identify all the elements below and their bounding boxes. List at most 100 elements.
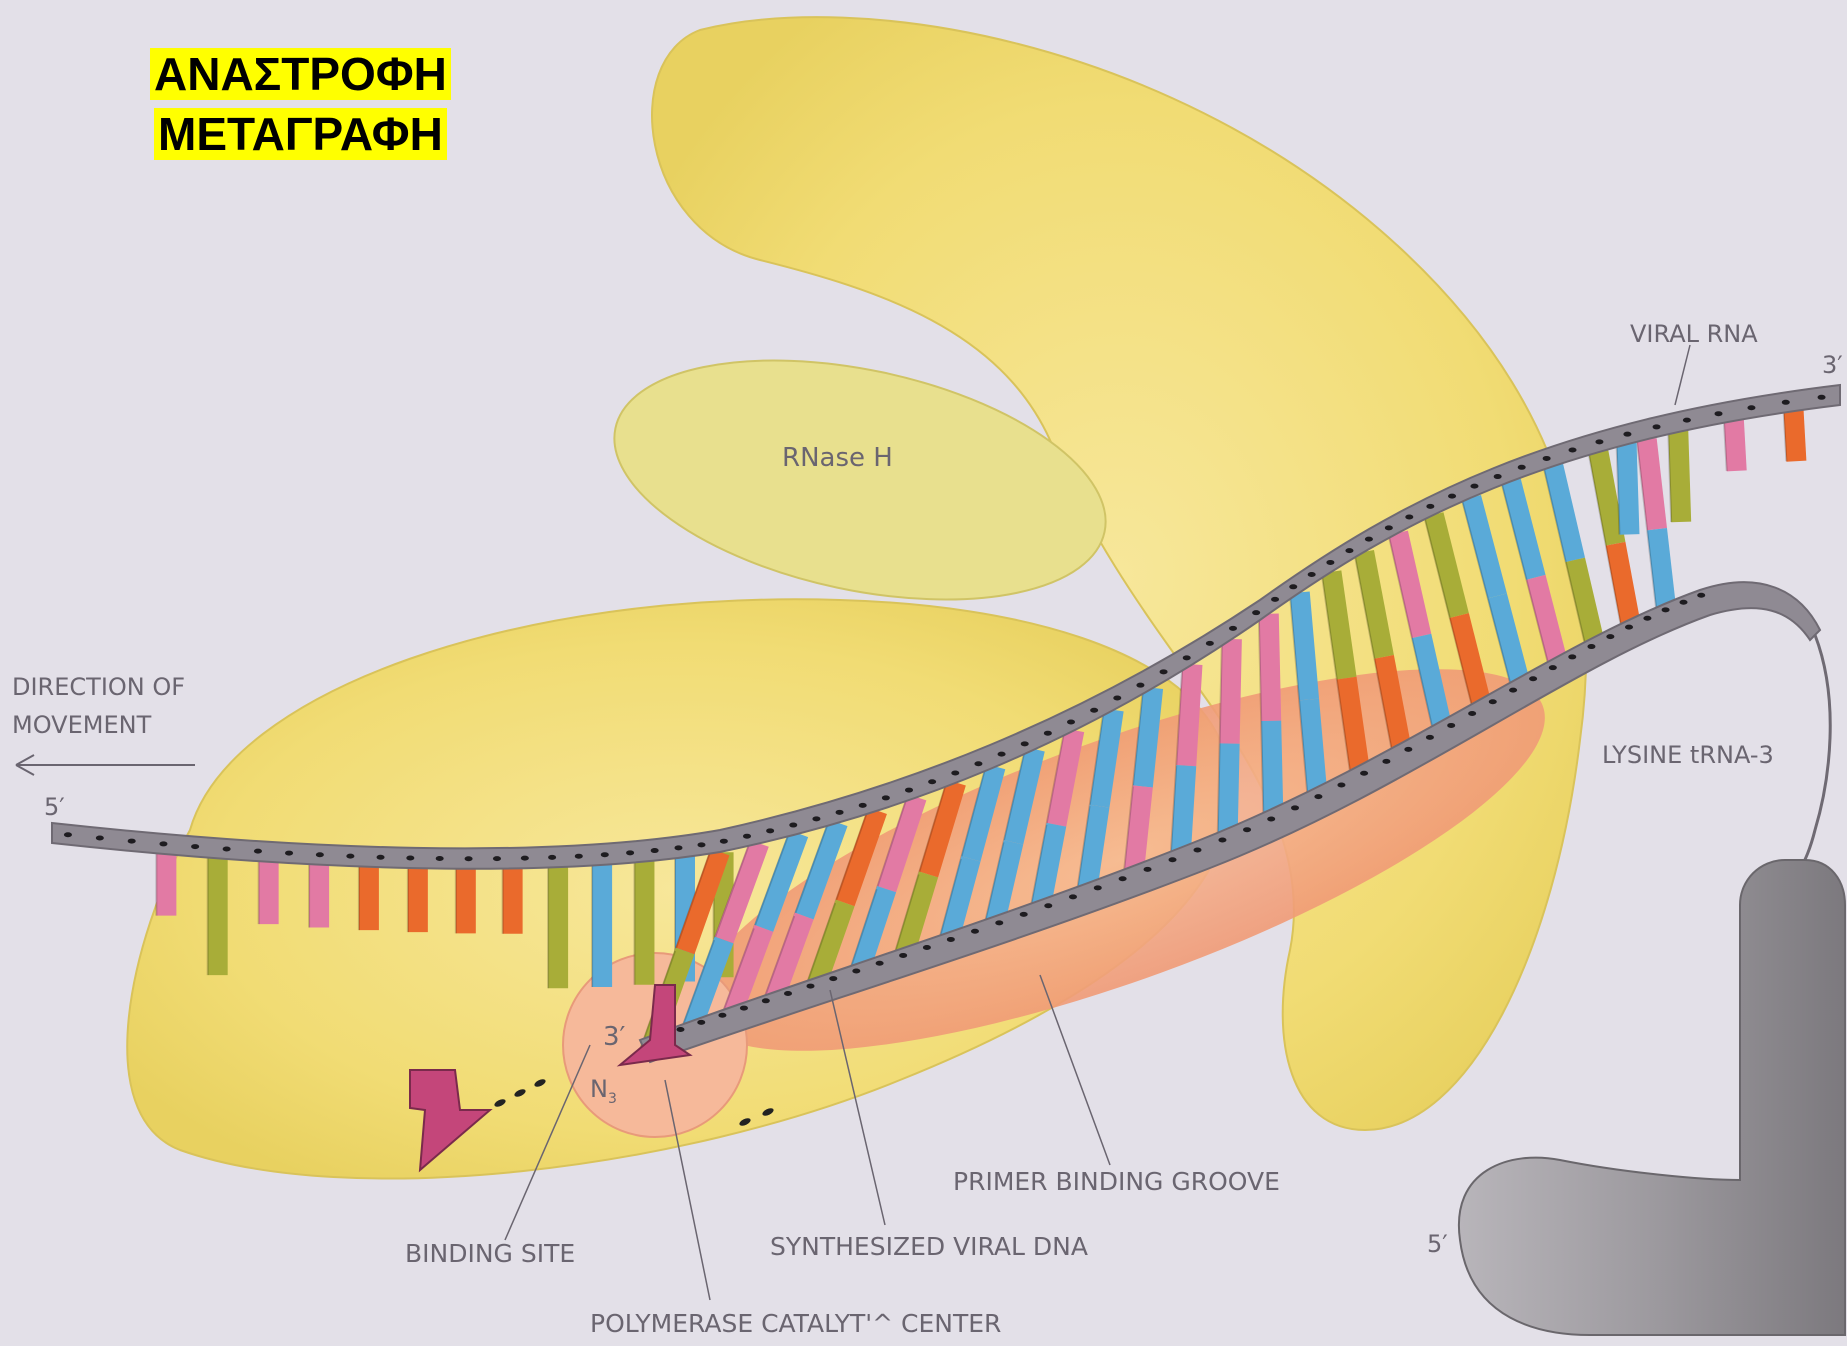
rna-backbone-dot <box>1818 395 1826 400</box>
direction-label-line1: DIRECTION OF <box>12 673 185 701</box>
rna-backbone-dot <box>1183 655 1191 660</box>
rna-paired-base <box>1186 664 1192 765</box>
rna-backbone-dot <box>254 849 262 854</box>
dna-backbone-dot <box>762 998 770 1003</box>
dna-backbone-dot <box>899 953 907 958</box>
dna-backbone-dot <box>1169 857 1177 862</box>
rna-backbone-dot <box>789 823 797 828</box>
dna-backbone-dot <box>718 1013 726 1018</box>
dna-backbone-dot <box>1382 759 1390 764</box>
rna-backbone-dot <box>128 839 136 844</box>
dna-backbone-dot <box>923 945 931 950</box>
rna-backbone-dot <box>743 834 751 839</box>
rna-backbone-dot <box>1090 708 1098 713</box>
dna-backbone-dot <box>1426 735 1434 740</box>
rna-backbone-dot <box>720 839 728 844</box>
rna-backbone-dot <box>96 835 104 840</box>
rna-backbone-dot <box>1518 465 1526 470</box>
rna-backbone-dot <box>493 856 501 861</box>
rna-backbone-dot <box>316 852 324 857</box>
trna-5prime-label: 5′ <box>1427 1230 1448 1258</box>
rna-backbone-dot <box>1308 572 1316 577</box>
rna-backbone-dot <box>1782 400 1790 405</box>
dna-backbone-dot <box>947 937 955 942</box>
rna-backbone-dot <box>998 752 1006 757</box>
title-line-2: ΜΕΤΑΓΡΑΦΗ <box>154 108 447 160</box>
rna-unpaired-base <box>1678 428 1681 522</box>
rna-backbone-dot <box>1623 432 1631 437</box>
rna-backbone-dot <box>1113 695 1121 700</box>
dna-backbone-dot <box>1447 723 1455 728</box>
dna-backbone-dot <box>1094 885 1102 890</box>
viral-rna-label: VIRAL RNA <box>1630 320 1758 348</box>
polymerase-catalytic-center-label: POLYMERASE CATALYT'^ CENTER <box>590 1309 1001 1338</box>
rna-backbone-dot <box>1543 456 1551 461</box>
dna-backbone-dot <box>1509 688 1517 693</box>
dna-backbone-dot <box>1549 665 1557 670</box>
dna-backbone-dot <box>1587 644 1595 649</box>
rna-backbone-dot <box>1160 669 1168 674</box>
binding-site-label: BINDING SITE <box>405 1239 575 1268</box>
dna-backbone-dot <box>1468 711 1476 716</box>
dna-backbone-dot <box>876 961 884 966</box>
dna-backbone-dot <box>1218 838 1226 843</box>
rna-backbone-dot <box>1289 584 1297 589</box>
rna-backbone-dot <box>575 854 583 859</box>
dna-backbone-dot <box>1404 747 1412 752</box>
dna-backbone-dot <box>1119 876 1127 881</box>
rna-paired-base <box>1230 639 1232 743</box>
dna-backbone-dot <box>1529 676 1537 681</box>
dna-backbone-dot <box>1314 794 1322 799</box>
rna-backbone-dot <box>812 816 820 821</box>
rna-backbone-dot <box>1206 641 1214 646</box>
rna-backbone-dot <box>346 854 354 859</box>
rna-backbone-dot <box>1326 560 1334 565</box>
rna-backbone-dot <box>1067 719 1075 724</box>
rna-backbone-dot <box>1345 548 1353 553</box>
rna-backbone-dot <box>1385 525 1393 530</box>
rna-backbone-dot <box>191 844 199 849</box>
rna-backbone-dot <box>64 832 72 837</box>
direction-label-line2: MOVEMENT <box>12 711 152 739</box>
dna-backbone-dot <box>995 920 1003 925</box>
rna-backbone-dot <box>1136 683 1144 688</box>
rna-backbone-dot <box>1715 411 1723 416</box>
rna-backbone-dot <box>406 856 414 861</box>
dna-backbone-dot <box>829 976 837 981</box>
primer-binding-groove-label: PRIMER BINDING GROOVE <box>953 1167 1280 1196</box>
rna-backbone-dot <box>974 761 982 766</box>
dna-backbone-dot <box>1291 805 1299 810</box>
dna-backbone-dot <box>1243 827 1251 832</box>
rna-backbone-dot <box>674 845 682 850</box>
rna-backbone-dot <box>465 856 473 861</box>
dna-backbone-dot <box>1680 600 1688 605</box>
dna-3prime-label: 3′ <box>603 1022 626 1052</box>
rna-backbone-dot <box>548 855 556 860</box>
dna-backbone-dot <box>1643 616 1651 621</box>
rna-backbone-dot <box>1405 514 1413 519</box>
rna-backbone-dot <box>436 856 444 861</box>
rna-backbone-dot <box>285 851 293 856</box>
rna-paired-base <box>1269 614 1271 721</box>
dna-backbone-dot <box>1697 593 1705 598</box>
dna-backbone-dot <box>1568 654 1576 659</box>
title-box: ΑΝΑΣΤΡΟΦΗ ΜΕΤΑΓΡΑΦΗ <box>150 48 451 160</box>
rna-backbone-dot <box>1683 418 1691 423</box>
rna-backbone-dot <box>859 803 867 808</box>
dna-backbone-dot <box>1144 867 1152 872</box>
rna-backbone-dot <box>1271 597 1279 602</box>
dna-backbone-dot <box>852 968 860 973</box>
rna-backbone-dot <box>223 846 231 851</box>
dna-backbone-dot <box>676 1027 684 1032</box>
rna-backbone-dot <box>601 852 609 857</box>
rna-paired-base <box>1300 592 1309 699</box>
rna-backbone-dot <box>836 810 844 815</box>
rna-backbone-dot <box>1448 494 1456 499</box>
synthesized-viral-dna-label: SYNTHESIZED VIRAL DNA <box>770 1232 1088 1261</box>
rna-backbone-dot <box>1229 626 1237 631</box>
rna-backbone-dot <box>1252 610 1260 615</box>
rna-backbone-dot <box>1470 484 1478 489</box>
dna-backbone-dot <box>1489 699 1497 704</box>
